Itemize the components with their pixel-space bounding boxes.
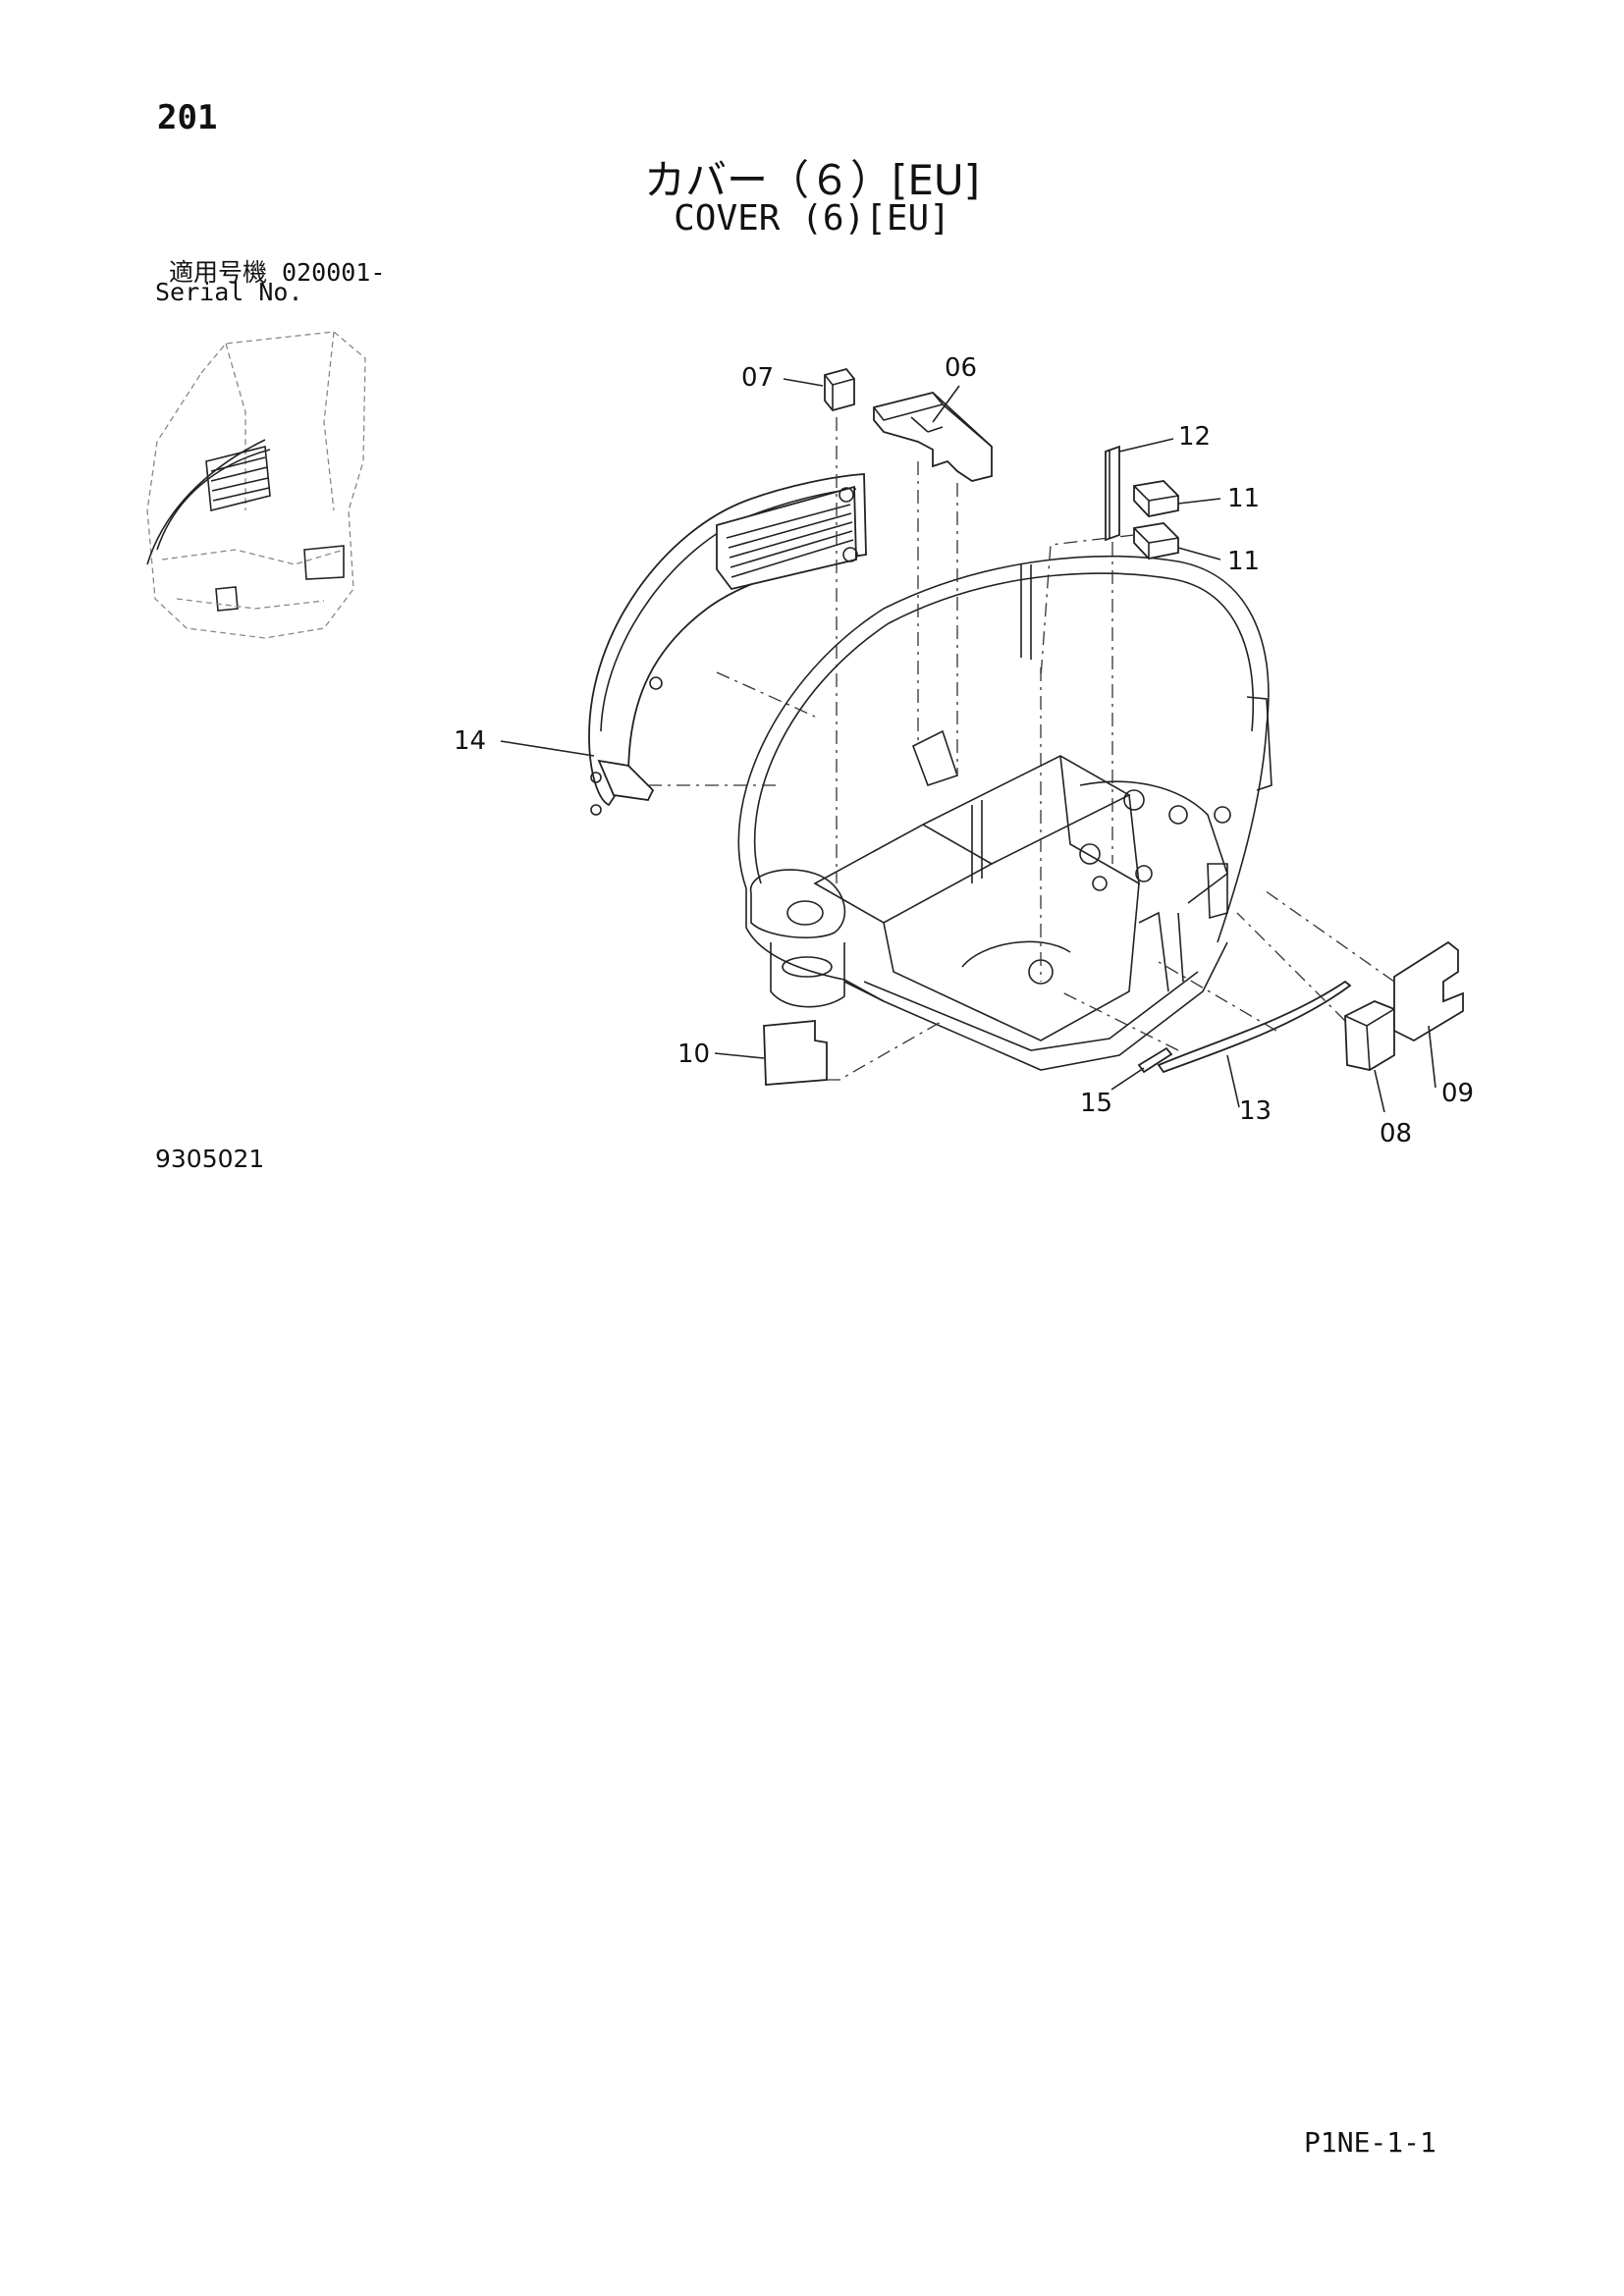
callout-12: 12 <box>1178 422 1211 452</box>
part-11-block-upper <box>1133 480 1179 517</box>
part-12-strip <box>1105 445 1120 542</box>
serial-label-english: Serial No. <box>155 278 303 306</box>
callout-07: 07 <box>741 363 774 393</box>
part-07-block <box>824 367 855 412</box>
callout-11-upper: 11 <box>1227 484 1260 513</box>
page-code: P1NE-1-1 <box>1304 2126 1436 2159</box>
callout-14: 14 <box>454 726 486 756</box>
part-11-block-lower <box>1133 522 1179 560</box>
part-14-side-cover <box>588 473 867 816</box>
callout-08: 08 <box>1380 1119 1412 1148</box>
cover-shell <box>737 555 1272 1071</box>
callout-06: 06 <box>945 353 977 383</box>
part-13-strip <box>1157 980 1352 1074</box>
title-japanese: カバー（６）[EU] <box>643 156 981 204</box>
part-06-pad <box>873 392 993 482</box>
inset-overview-sketch <box>146 331 366 639</box>
drawing-number: 9305021 <box>155 1145 265 1173</box>
part-10-pad <box>763 1020 828 1086</box>
callout-labels: 07 06 12 11 11 14 10 15 13 08 09 <box>454 353 1474 1148</box>
page-number: 201 <box>157 98 218 137</box>
callout-leaders <box>500 378 1436 1113</box>
swing-post <box>749 869 885 1008</box>
serial-label-japanese: 適用号機 020001- <box>169 258 386 287</box>
callout-13: 13 <box>1239 1096 1272 1126</box>
title-english: COVER (6)[EU] <box>674 198 950 239</box>
assembly-lines <box>648 417 1395 1081</box>
callout-11-lower: 11 <box>1227 547 1260 576</box>
callout-09: 09 <box>1441 1079 1474 1108</box>
callout-15: 15 <box>1080 1089 1112 1118</box>
chassis-frame <box>813 729 1231 1041</box>
callout-10: 10 <box>677 1040 710 1069</box>
part-08-block <box>1344 1000 1395 1071</box>
part-09-pad <box>1393 940 1464 1042</box>
